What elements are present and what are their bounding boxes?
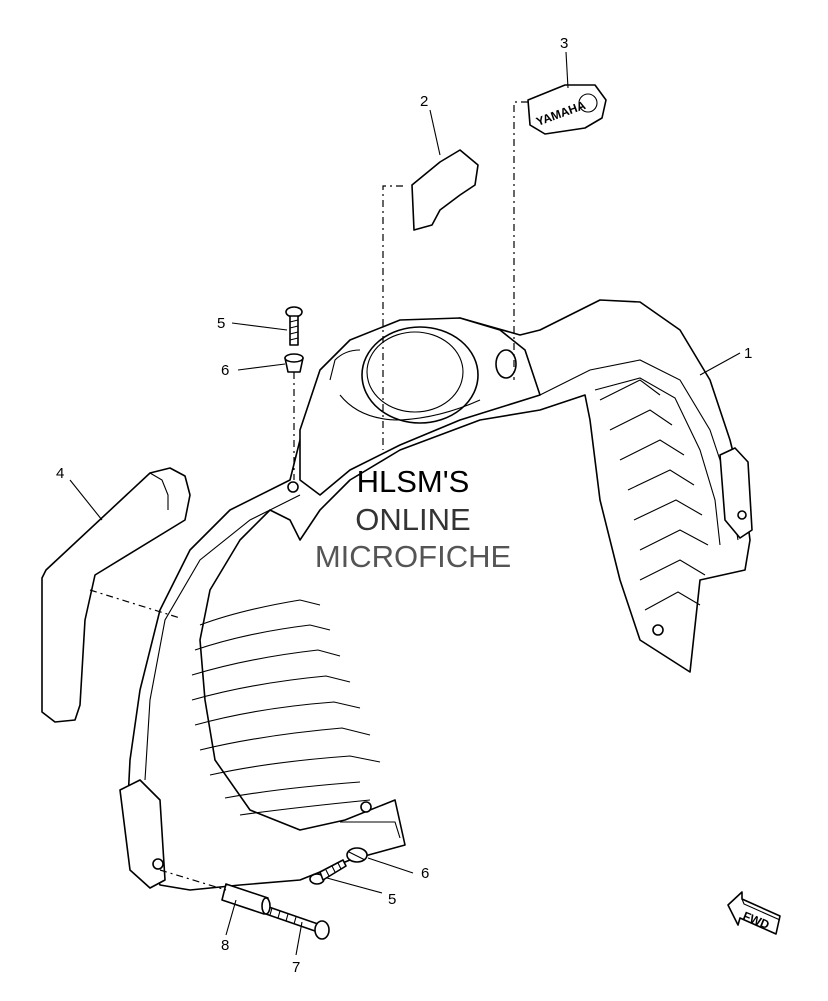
part-3-emblem: YAMAHA <box>527 84 607 135</box>
part-4-pad <box>41 467 191 723</box>
callout-1: 1 <box>744 345 752 362</box>
watermark: HLSM'S ONLINE MICROFICHE <box>315 464 511 574</box>
watermark-line-3: MICROFICHE <box>315 539 511 574</box>
collar-8 <box>221 883 271 915</box>
callout-6-upper: 6 <box>221 362 229 379</box>
callout-8: 8 <box>221 937 229 954</box>
callout-5-upper: 5 <box>217 315 225 332</box>
assembly-lines <box>89 101 528 891</box>
callout-4: 4 <box>56 465 64 482</box>
grommet-6-upper <box>284 353 304 373</box>
watermark-line-2: ONLINE <box>355 502 470 537</box>
watermark-line-1: HLSM'S <box>357 464 470 499</box>
callout-7: 7 <box>292 959 300 976</box>
callout-labels: 1 2 3 4 5 6 6 5 8 7 <box>56 35 752 976</box>
forward-direction-arrow: FWD <box>727 891 781 935</box>
screw-5-lower <box>309 859 347 885</box>
screw-5-upper <box>285 306 303 346</box>
callout-5-lower: 5 <box>388 891 396 908</box>
grommet-6-lower <box>346 847 368 863</box>
part-2-panel <box>411 149 479 231</box>
callout-6-lower: 6 <box>421 865 429 882</box>
callout-2: 2 <box>420 93 428 110</box>
part-1-front-cover <box>119 299 753 891</box>
leader-lines <box>69 51 741 956</box>
callout-3: 3 <box>560 35 568 52</box>
bolt-7 <box>262 905 330 940</box>
